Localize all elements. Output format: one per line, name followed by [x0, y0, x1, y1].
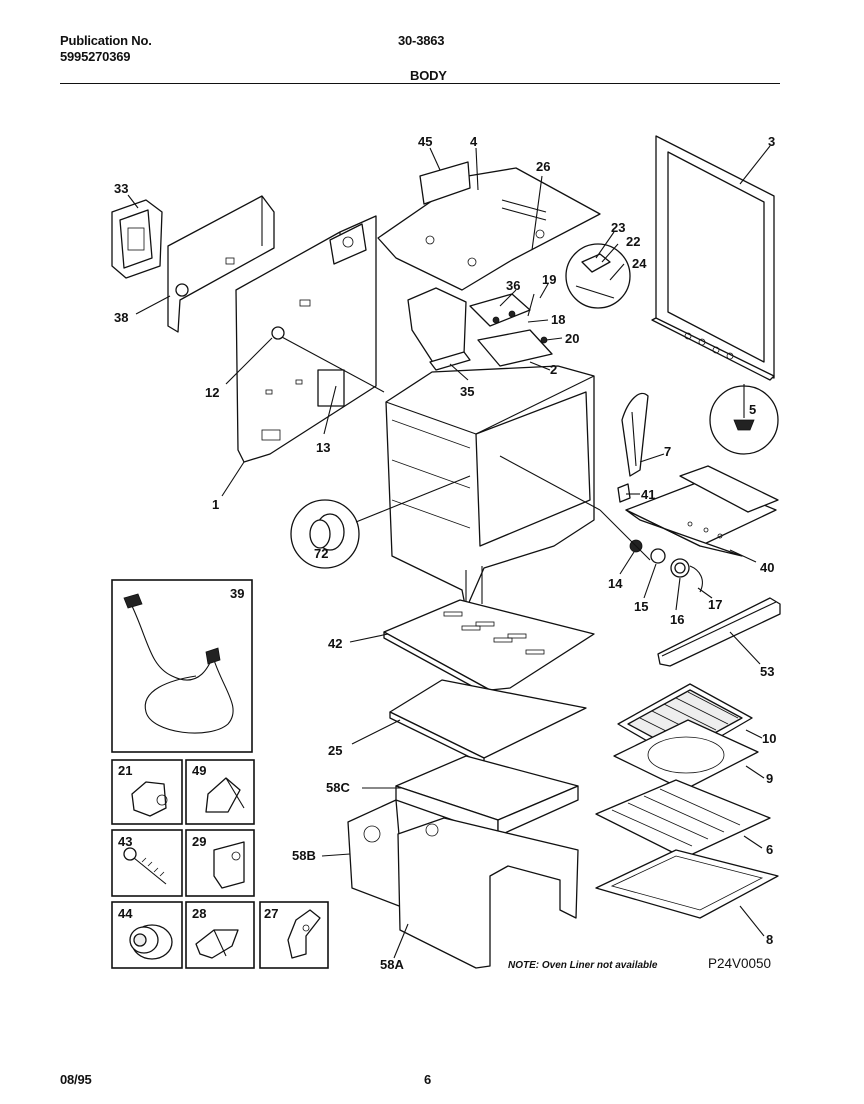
callout-12: 12 — [205, 385, 219, 400]
part-22-24-detail — [565, 243, 631, 309]
callout-58b: 58B — [292, 848, 316, 863]
callout-3: 3 — [768, 134, 775, 149]
part-6-oven-rack — [595, 779, 771, 859]
part-14-17-switch-parts — [629, 539, 703, 593]
inset-label-29: 29 — [192, 834, 206, 849]
callout-42: 42 — [328, 636, 342, 651]
inset-label-27: 27 — [264, 906, 278, 921]
callout-26: 26 — [536, 159, 550, 174]
callout-36: 36 — [506, 278, 520, 293]
callout-17: 17 — [708, 597, 722, 612]
inset-part-43-screw — [111, 829, 183, 897]
callout-19: 19 — [542, 272, 556, 287]
leader-lines — [127, 145, 771, 959]
callout-2: 2 — [550, 362, 557, 377]
callout-7: 7 — [664, 444, 671, 459]
part-58a-58b-insulation-wrap — [347, 799, 579, 969]
callout-5: 5 — [749, 402, 756, 417]
part-53-rail — [657, 597, 781, 667]
part-72-detail — [290, 499, 360, 569]
inset-part-27 — [259, 901, 329, 969]
part-9-broiler-pan — [613, 719, 759, 791]
inset-label-44: 44 — [118, 906, 133, 921]
publication-label: Publication No. — [60, 33, 152, 48]
part-8-oven-bottom — [595, 849, 779, 919]
callout-9: 9 — [766, 771, 773, 786]
inset-part-21 — [111, 759, 183, 825]
callout-20: 20 — [565, 331, 579, 346]
callout-23: 23 — [611, 220, 625, 235]
inset-label-21: 21 — [118, 763, 132, 778]
part-3-door-frame — [651, 135, 775, 381]
publication-number: 5995270369 — [60, 49, 131, 64]
part-1-back-panel — [235, 215, 385, 463]
section-title: BODY — [410, 68, 447, 83]
part-4-top-panel — [377, 161, 601, 291]
callout-58a: 58A — [380, 957, 404, 972]
part-25-panel — [389, 679, 587, 765]
callout-45: 45 — [418, 134, 432, 149]
part-33-bracket — [111, 199, 163, 279]
callout-22: 22 — [626, 234, 640, 249]
inset-part-28 — [185, 901, 255, 969]
part-40-drawer-support — [625, 465, 779, 557]
page-number: 6 — [424, 1072, 432, 1087]
inset-label-43: 43 — [118, 834, 132, 849]
part-36-control-bracket — [407, 287, 553, 371]
callout-35: 35 — [460, 384, 474, 399]
inset-part-29 — [185, 829, 255, 897]
header-rule — [60, 83, 780, 84]
part-38-side-panel — [167, 195, 275, 333]
callout-58c: 58C — [326, 780, 350, 795]
inset-label-39: 39 — [230, 586, 244, 601]
callout-24: 24 — [632, 256, 647, 271]
part-41-clip — [617, 483, 631, 503]
callout-15: 15 — [634, 599, 648, 614]
callout-4: 4 — [470, 134, 478, 149]
inset-label-49: 49 — [192, 763, 206, 778]
callout-14: 14 — [608, 576, 623, 591]
callout-18: 18 — [551, 312, 565, 327]
footer-date: 08/95 — [60, 1072, 92, 1087]
callout-8: 8 — [766, 932, 773, 947]
inset-part-39-power-cord — [111, 579, 253, 753]
part-7-hinge — [621, 392, 649, 477]
callout-41: 41 — [641, 487, 655, 502]
callout-38: 38 — [114, 310, 128, 325]
part-oven-body — [385, 365, 595, 611]
diagram-code: P24V0050 — [708, 956, 771, 971]
inset-part-49 — [185, 759, 255, 825]
callout-25: 25 — [328, 743, 342, 758]
model-number: 30-3863 — [398, 33, 445, 48]
callout-53: 53 — [760, 664, 774, 679]
callout-6: 6 — [766, 842, 773, 857]
inset-label-28: 28 — [192, 906, 206, 921]
part-5-leveler-detail — [709, 384, 779, 455]
part-42-bottom-panel — [383, 599, 595, 697]
callout-1: 1 — [212, 497, 219, 512]
callout-16: 16 — [670, 612, 684, 627]
inset-part-44-knob — [111, 901, 183, 969]
callout-10: 10 — [762, 731, 776, 746]
callout-72: 72 — [314, 546, 328, 561]
callout-40: 40 — [760, 560, 774, 575]
callout-13: 13 — [316, 440, 330, 455]
callout-33: 33 — [114, 181, 128, 196]
oven-liner-note: NOTE: Oven Liner not available — [508, 960, 658, 971]
part-58c-insulation — [395, 755, 579, 837]
callout-labels: 33 38 12 13 1 45 4 26 3 23 22 24 36 19 1… — [114, 134, 776, 972]
